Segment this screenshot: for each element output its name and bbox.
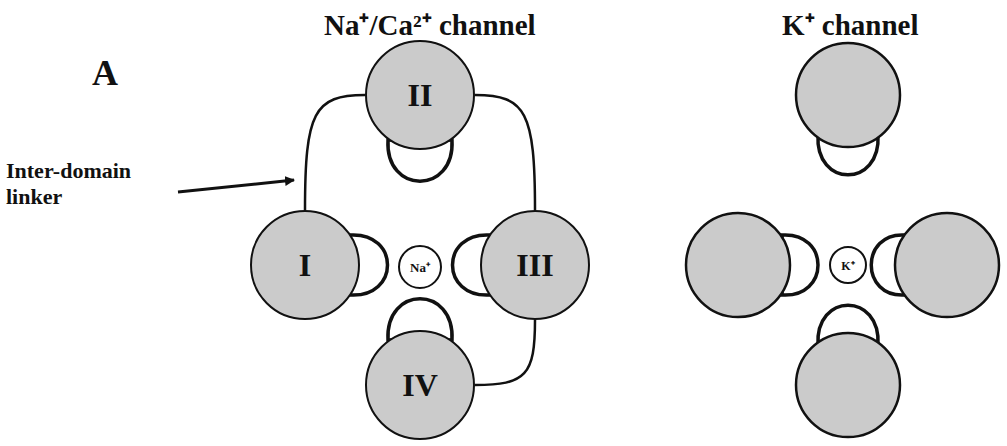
node-text: Na⁺ (410, 258, 430, 276)
domain-circle: IV (365, 330, 475, 440)
ion-circle: K⁺ (829, 246, 867, 284)
node-text: I (299, 247, 311, 284)
node-text: IV (402, 367, 438, 404)
node-text: II (408, 77, 433, 114)
inter-domain-linker (475, 320, 535, 385)
ion-circle: Na⁺ (398, 245, 442, 289)
linker-label: Inter-domain linker (6, 158, 171, 211)
inter-domain-linker (475, 95, 535, 210)
node-text: III (516, 247, 553, 284)
channel-heading: Na⁺/Ca²⁺ channel (324, 4, 536, 43)
node-text: K⁺ (841, 257, 854, 274)
domain-circle: III (480, 210, 590, 320)
channel-heading: K⁺ channel (782, 4, 919, 43)
leader-arrow (178, 180, 294, 192)
panel-letter: A (92, 52, 118, 94)
inter-domain-linker (305, 95, 365, 210)
k-subunits (686, 43, 999, 437)
domain-circle: I (250, 210, 360, 320)
pore-loops (350, 135, 905, 345)
domain-circle: II (365, 40, 475, 150)
